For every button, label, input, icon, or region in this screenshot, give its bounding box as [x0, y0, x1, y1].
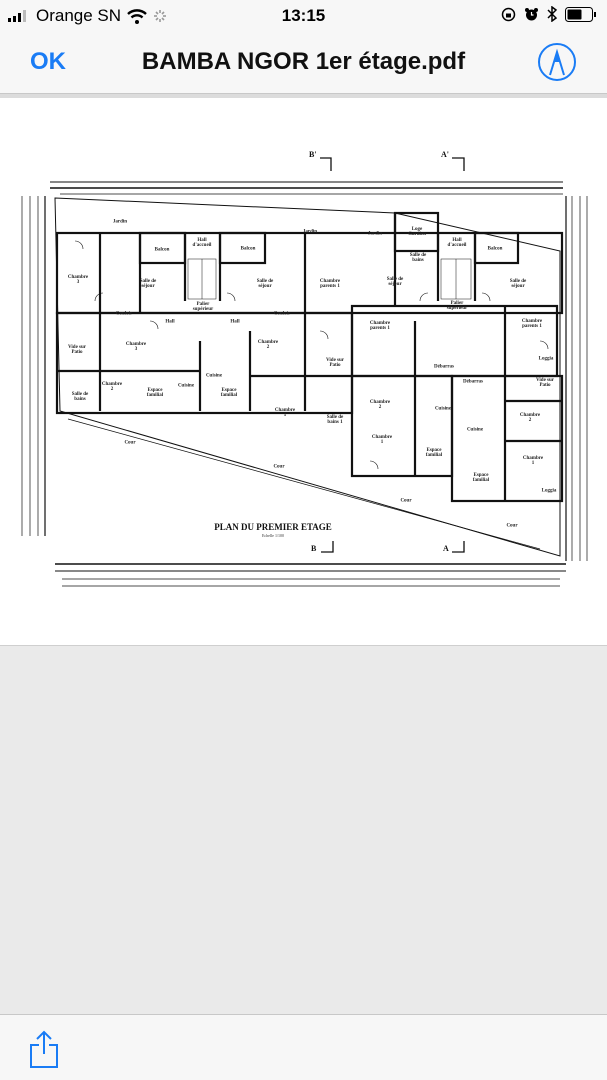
alarm-icon — [525, 7, 538, 20]
section-marker: A — [443, 544, 449, 553]
room-label: Espace familial — [146, 388, 164, 398]
room-label: Chambre 1 — [522, 456, 544, 466]
plan-title: PLAN DU PREMIER ETAGE — [214, 522, 332, 532]
room-label: Couloir — [115, 311, 133, 317]
activity-spinner-icon — [154, 10, 167, 22]
room-label: Cuisine — [205, 373, 223, 379]
room-label: Balcon — [487, 246, 503, 252]
room-label: Vide sur Patio — [325, 358, 345, 368]
room-label: Chambre 2 — [519, 413, 541, 423]
room-label: Jardin — [302, 229, 318, 235]
room-label: Chambre 2 — [101, 382, 123, 392]
room-label: Cour — [124, 440, 136, 446]
room-label: Vide sur Patio — [67, 345, 87, 355]
room-label: Vide sur Patio — [535, 378, 555, 388]
section-marker: A' — [441, 150, 449, 159]
section-marker: B' — [309, 150, 317, 159]
room-label: Couloir — [273, 311, 291, 317]
room-label: Espace familial — [425, 448, 443, 458]
room-label: Salle de séjour — [139, 279, 157, 289]
room-label: Cour — [506, 523, 518, 529]
bluetooth-icon — [547, 6, 557, 22]
markup-pen-icon[interactable] — [537, 42, 577, 82]
room-label: Hall — [230, 319, 240, 325]
room-label: Cour — [273, 464, 285, 470]
document-title: BAMBA NGOR 1er étage.pdf — [141, 48, 466, 75]
room-label: Chambre 1 — [274, 408, 296, 418]
room-label: Salle de bains 1 — [326, 415, 344, 425]
room-label: Chambre parents 1 — [521, 319, 543, 329]
room-label: Chambre parents 1 — [369, 321, 391, 331]
room-label: Loge Gardien — [408, 227, 426, 237]
room-label: Cour — [400, 498, 412, 504]
plan-scale: Echelle 1/100 — [261, 533, 285, 538]
room-label: Débarras — [463, 379, 483, 385]
room-label: Chambre 2 — [369, 400, 391, 410]
carrier-name: Orange SN — [36, 6, 122, 25]
room-label: Jardin — [112, 219, 128, 225]
ok-button[interactable]: OK — [30, 48, 66, 75]
bottom-toolbar — [0, 1014, 607, 1080]
battery-icon — [565, 6, 596, 22]
room-label: Salle de bains — [71, 392, 89, 402]
rotation-lock-icon — [501, 7, 516, 21]
navigation-bar: OK BAMBA NGOR 1er étage.pdf — [0, 34, 607, 94]
room-label: Loggia — [538, 356, 554, 362]
room-label: Chambre 3 — [67, 275, 89, 285]
status-bar: Orange SN 13:15 — [0, 0, 607, 34]
signal-icon — [8, 10, 26, 22]
room-label: Cuisine — [434, 406, 452, 412]
room-label: Palier supérieur — [446, 301, 468, 311]
room-label: Hall d'accueil — [447, 238, 467, 248]
room-label: Salle de bains — [409, 253, 427, 263]
room-label: Hall — [165, 319, 175, 325]
room-label: Hall d'accueil — [192, 238, 212, 248]
share-icon[interactable] — [28, 1029, 60, 1069]
room-label: Chambre parents 1 — [319, 279, 341, 289]
clock: 13:15 — [281, 6, 326, 25]
wifi-icon — [127, 8, 147, 24]
room-label: Salle de séjour — [509, 279, 527, 289]
room-label: Espace familial — [472, 473, 490, 483]
room-label: Débarras — [434, 364, 454, 370]
room-label: Chambre 1 — [371, 435, 393, 445]
room-label: Salle de séjour — [386, 277, 404, 287]
floor-plan-drawing — [21, 157, 588, 587]
room-label: Cuisine — [177, 383, 195, 389]
room-label: Loggia — [541, 488, 557, 494]
room-label: Chambre 2 — [257, 340, 279, 350]
room-label: Palier supérieur — [192, 302, 214, 312]
room-label: Jardin — [367, 231, 383, 237]
room-label: Cuisine — [466, 427, 484, 433]
room-label: Chambre 3 — [125, 342, 147, 352]
divider — [0, 94, 607, 98]
room-label: Balcon — [154, 247, 170, 253]
room-label: Salle de séjour — [256, 279, 274, 289]
room-label: Balcon — [240, 246, 256, 252]
section-marker: B — [311, 544, 317, 553]
room-label: Espace familial — [220, 388, 238, 398]
